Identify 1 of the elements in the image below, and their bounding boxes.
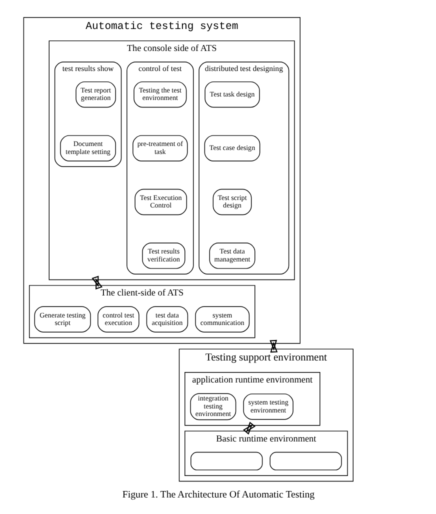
caption: Figure 1. The Architecture Of Automatic Testing: [122, 489, 314, 500]
